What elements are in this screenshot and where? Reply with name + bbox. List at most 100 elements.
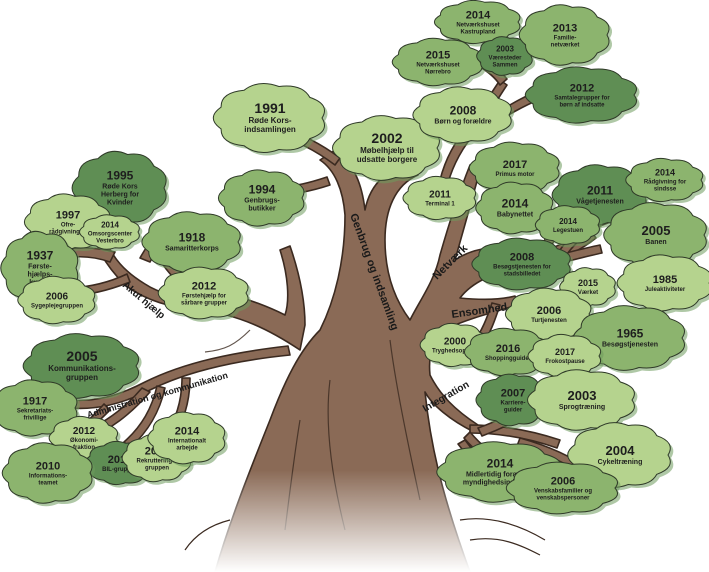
cloud-shape xyxy=(471,237,571,291)
cloud-year: 2008 xyxy=(510,251,534,263)
cloud-year: 2017 xyxy=(555,347,575,357)
cloud-shape xyxy=(616,254,709,312)
cloud-year: 2014 xyxy=(466,9,491,21)
cloud-year: 2003 xyxy=(568,388,597,403)
cloud-shape xyxy=(79,214,140,250)
cloud-year: 2008 xyxy=(450,104,477,118)
cloud-year: 2011 xyxy=(587,184,613,198)
cloud-text: Sammen xyxy=(492,62,517,68)
cloud-text: venskabspersoner xyxy=(536,495,590,501)
cloud-text: Karriere- xyxy=(500,400,525,406)
cloud-year: 1918 xyxy=(179,231,206,245)
cloud-shape xyxy=(147,411,226,465)
cloud-shape xyxy=(1,442,93,504)
cloud-text: Internationalt xyxy=(168,438,206,444)
cloud-year: 1965 xyxy=(617,327,644,341)
cloud-year: 2014 xyxy=(101,220,119,229)
cloud-text: udsatte borgere xyxy=(357,155,418,164)
cloud-text: arbejde xyxy=(176,445,198,451)
tree-roots xyxy=(184,518,546,556)
cloud-year: 2004 xyxy=(606,443,636,458)
cloud-year: 1994 xyxy=(249,183,276,197)
cloud-year: 2003 xyxy=(496,44,514,53)
cloud-text: sindsse xyxy=(654,187,677,193)
cloud-text: Primus motor xyxy=(495,172,535,178)
cloud-text: stadsbilledet xyxy=(504,271,541,277)
cloud-year: 1997 xyxy=(56,209,80,221)
cloud-text: Banen xyxy=(645,239,666,246)
cloud-text: Børn og forældre xyxy=(434,119,491,126)
cloud-text: Frokostpause xyxy=(545,359,585,365)
cloud-text: Genbrugs- xyxy=(244,198,280,205)
cloud-year: 2006 xyxy=(537,305,561,317)
cloud-text: myndighedsindehaver xyxy=(463,480,538,487)
cloud-year: 2014 xyxy=(487,457,514,471)
cloud-text: Første- xyxy=(28,264,52,271)
cloud-text: indsamlingen xyxy=(244,125,296,134)
cloud-year: 1991 xyxy=(254,100,285,116)
cloud-shape xyxy=(157,266,249,320)
cloud-year: 2007 xyxy=(501,387,525,399)
cloud-year: 2012 xyxy=(570,82,594,94)
cloud-text: Omsorgscenter xyxy=(88,231,133,237)
cloud-text: Sekretariats- xyxy=(17,408,53,414)
cloud-text: hjælps- xyxy=(28,272,54,279)
cloud-year: 2014 xyxy=(175,425,200,437)
cloud-text: guider xyxy=(504,407,523,413)
cloud-text: Besøgstjenesten xyxy=(602,342,658,349)
cloud-year: 2006 xyxy=(46,292,69,303)
cloud-year: 2010 xyxy=(36,460,60,472)
cloud-shape xyxy=(518,4,610,66)
cloud-year: 2013 xyxy=(553,22,577,34)
cloud-year: 2012 xyxy=(73,426,96,437)
cloud-text: sårbare grupper xyxy=(181,299,228,306)
cloud-text: Legestuen xyxy=(553,228,583,234)
cloud-shape xyxy=(476,36,533,76)
cloud-year: 2011 xyxy=(429,190,451,201)
cloud-text: Røde Kors xyxy=(102,184,138,191)
cloud-text: gruppen xyxy=(66,373,98,382)
cloud-text: Juleaktiviteter xyxy=(645,287,686,293)
cloud-text: Shoppingguider xyxy=(485,356,532,362)
cloud-year: 2015 xyxy=(578,278,598,288)
cloud-text: teamet xyxy=(38,480,57,486)
cloud-text: Babynettet xyxy=(497,212,534,219)
cloud-text: gruppen xyxy=(145,465,169,471)
cloud-text: Ofre- xyxy=(61,222,75,228)
cloud-text: Tryghedsopkald xyxy=(432,349,478,355)
cloud-text: Rådgivning for xyxy=(644,179,687,186)
cloud-shape xyxy=(475,373,550,427)
cloud-text: Familie- xyxy=(554,35,577,41)
cloud-text: butikker xyxy=(248,206,276,213)
cloud-text: Informations- xyxy=(29,473,67,479)
cloud-year: 2014 xyxy=(655,168,675,178)
cloud-year: 2012 xyxy=(192,280,216,292)
cloud-year: 2005 xyxy=(66,348,97,364)
cloud-year: 2014 xyxy=(559,217,577,226)
cloud-text: Cykeltræning xyxy=(598,459,643,466)
cloud-shape xyxy=(212,82,325,154)
cloud-text: Kommunikations- xyxy=(48,364,116,373)
cloud-text: Kvinder xyxy=(107,200,133,207)
cloud-text: børn af indsatte xyxy=(559,102,605,108)
cloud-text: Samtalegrupper for xyxy=(554,95,610,101)
